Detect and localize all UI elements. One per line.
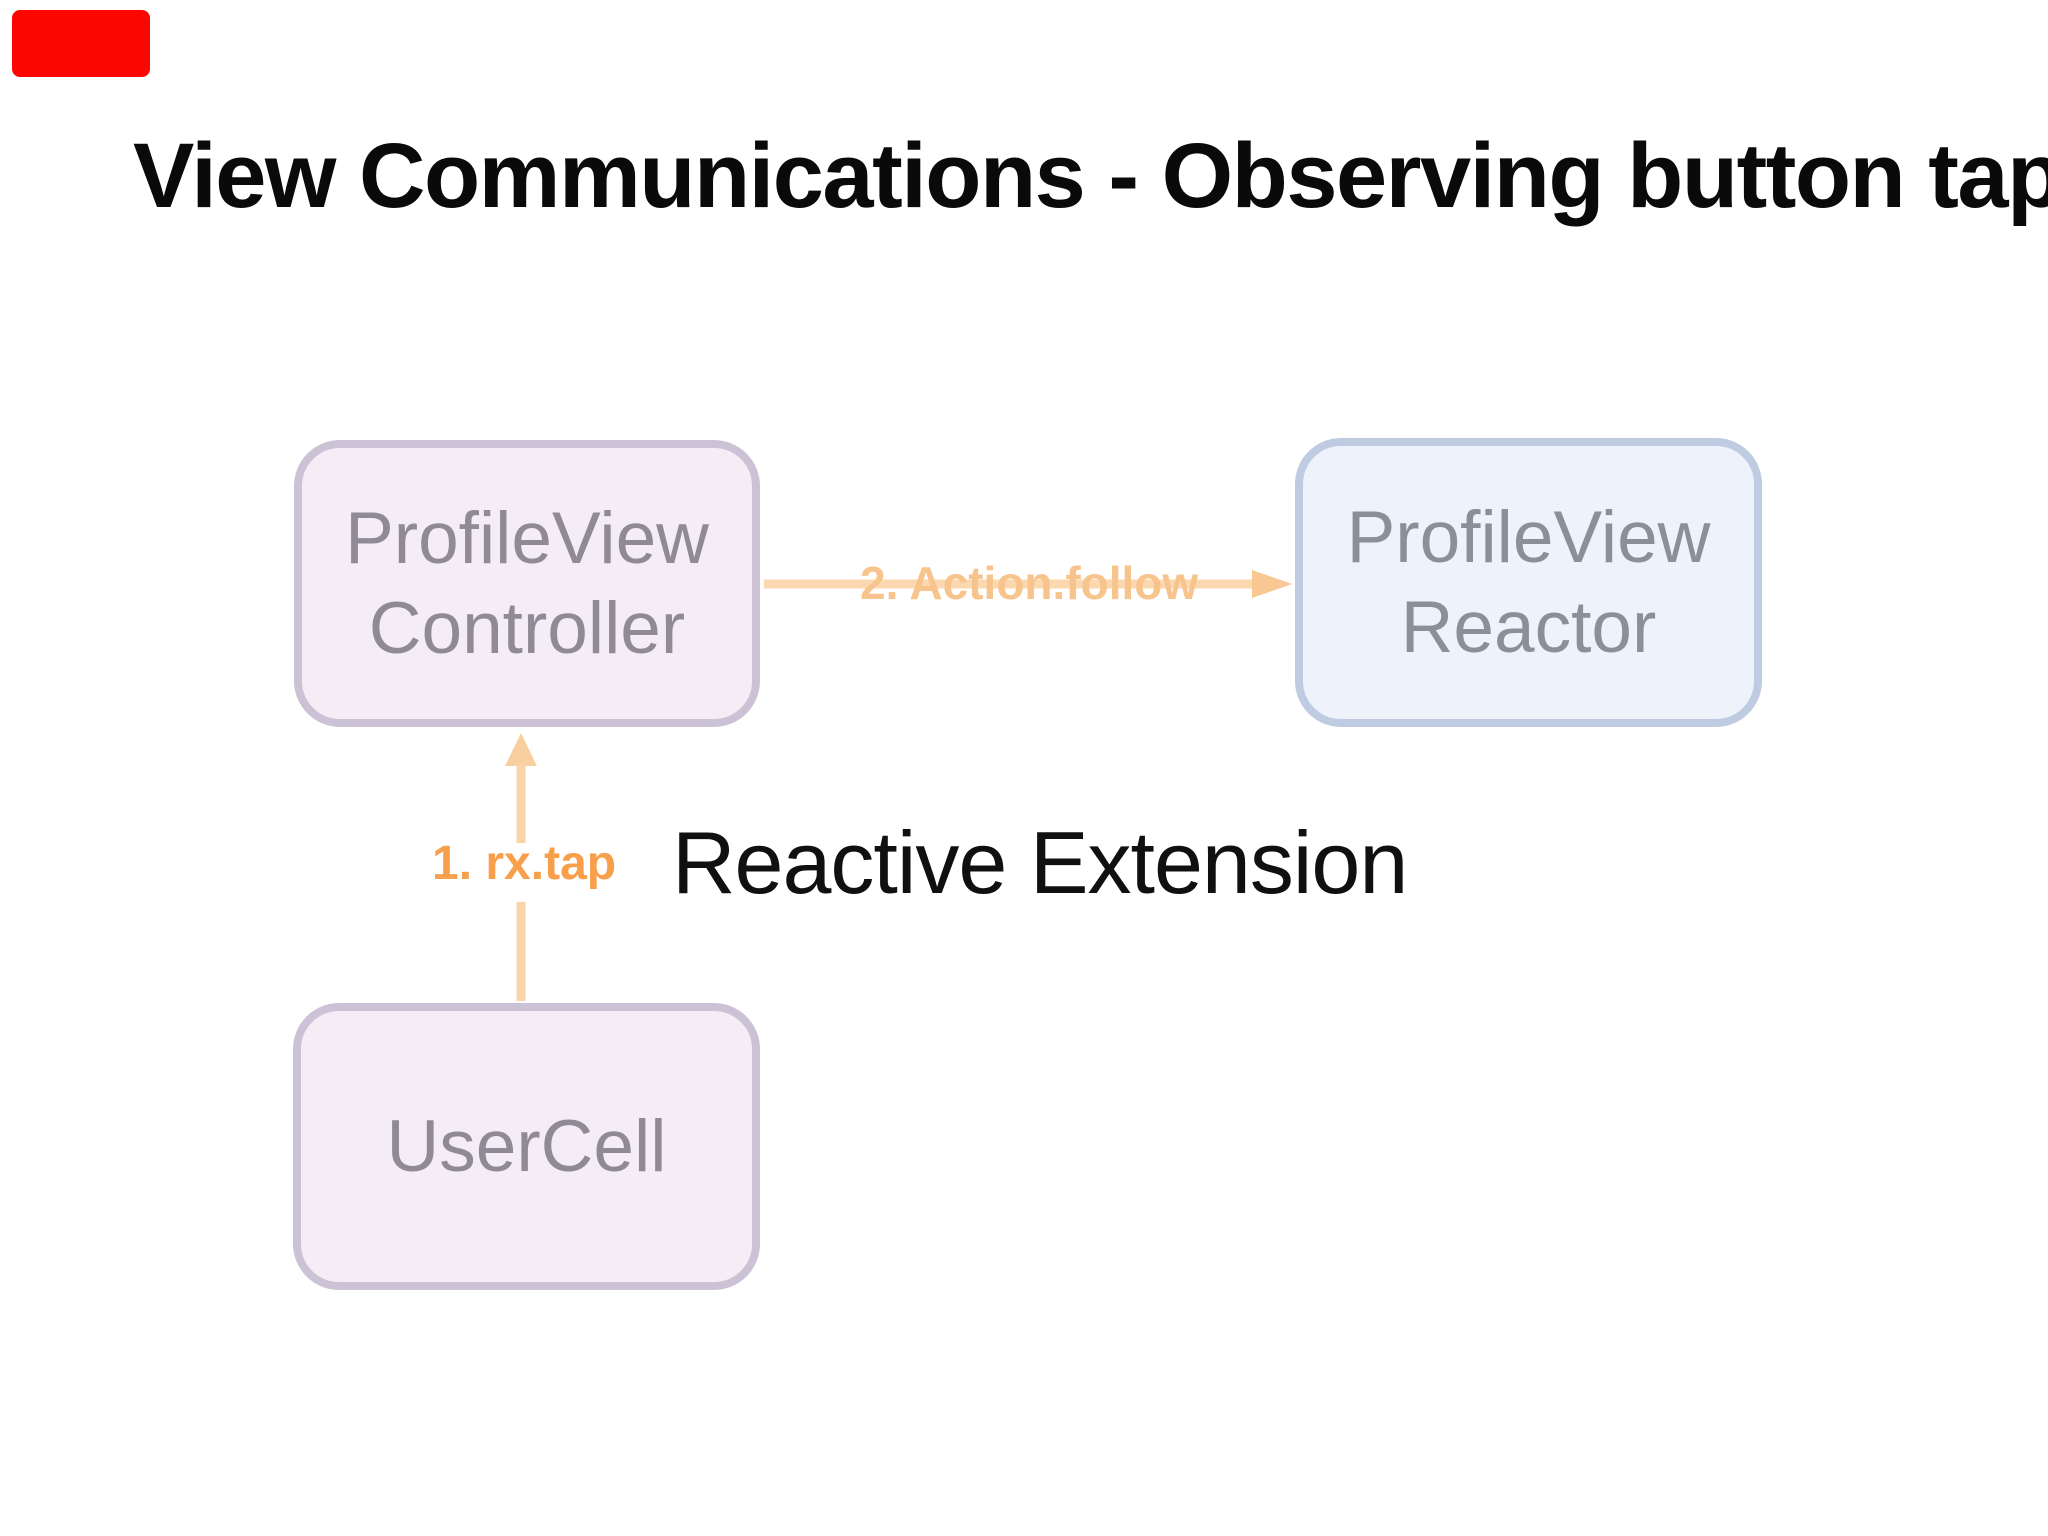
arrow-label-action-follow: 2. Action.follow (860, 557, 1199, 609)
slide-title: View Communications - Observing button t… (133, 125, 2048, 227)
node-profileview-reactor-label: ProfileView Reactor (1346, 497, 1711, 668)
arrow-label-rx-tap: 1. rx.tap (432, 837, 617, 890)
node-profileview-controller: ProfileView Controller (294, 440, 760, 727)
node-profileview-controller-label: ProfileView Controller (345, 498, 709, 669)
node-usercell: UserCell (293, 1003, 760, 1290)
red-indicator (12, 10, 150, 77)
node-usercell-label: UserCell (386, 1105, 667, 1187)
arrow-action-follow-head-icon (1252, 570, 1292, 598)
node-profileview-reactor: ProfileView Reactor (1295, 438, 1762, 727)
arrow-rx-tap-head-icon (505, 733, 537, 766)
reactive-extension-label: Reactive Extension (672, 813, 1408, 912)
